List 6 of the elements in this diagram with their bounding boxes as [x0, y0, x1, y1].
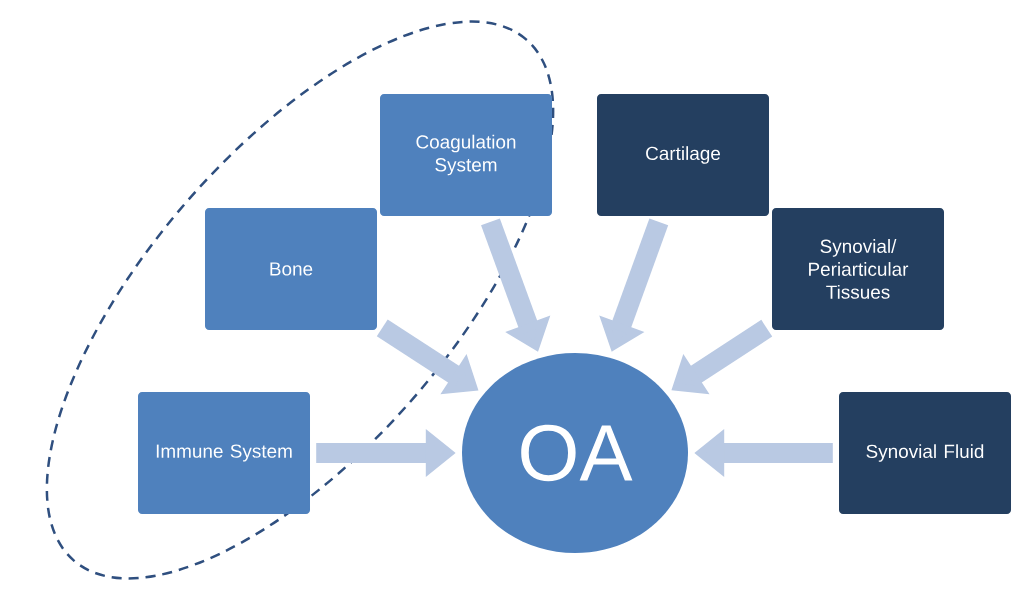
factor-box: Synovial Fluid	[839, 392, 1011, 514]
factor-box: Bone	[205, 208, 377, 330]
factor-box: Immune System	[138, 392, 310, 514]
factor-box: Coagulation System	[380, 94, 552, 216]
factor-box: Cartilage	[597, 94, 769, 216]
factor-box: Synovial/ Periarticular Tissues	[772, 208, 944, 330]
